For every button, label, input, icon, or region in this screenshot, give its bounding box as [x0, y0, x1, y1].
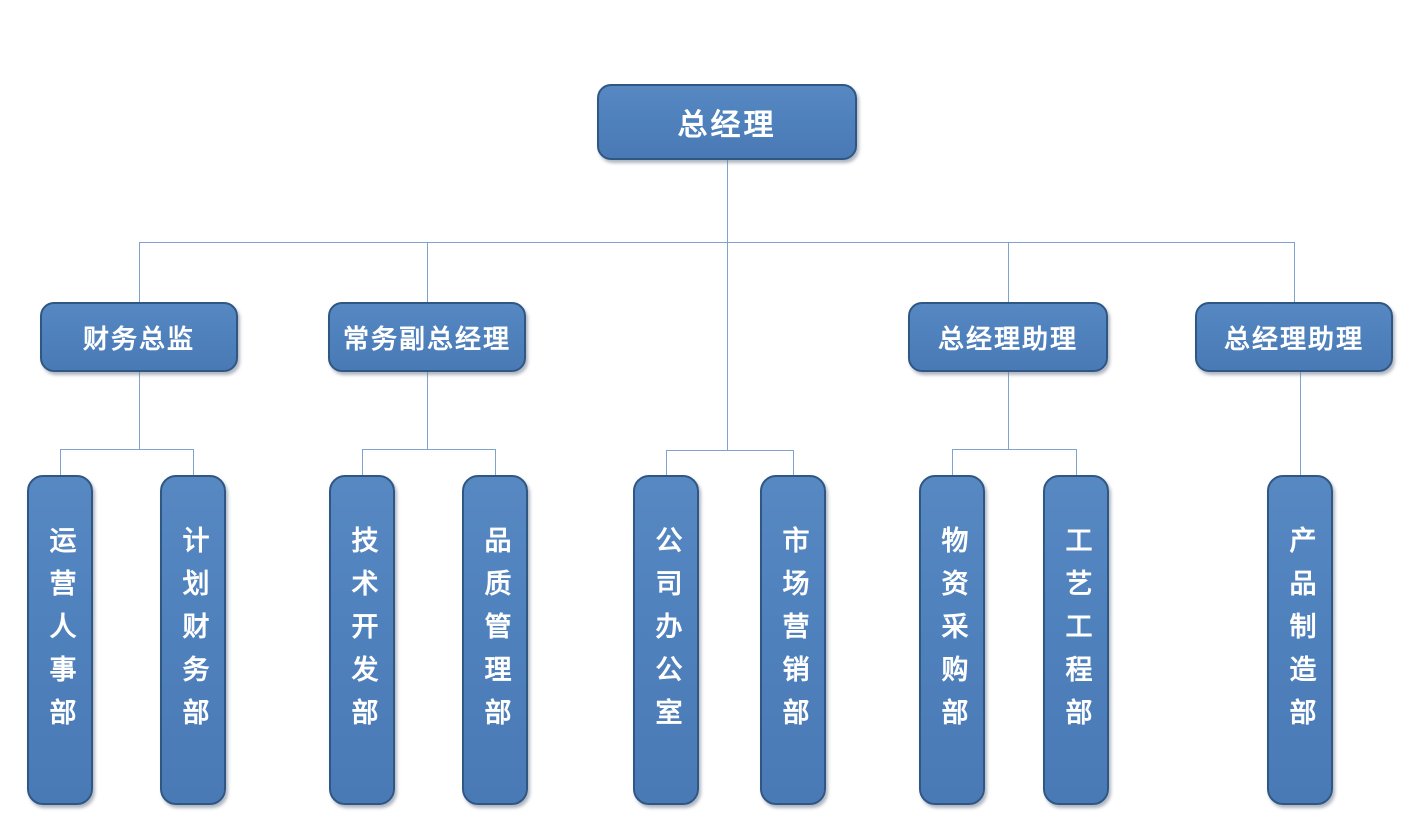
connector-deputy-stem — [427, 372, 428, 449]
node-materials-procurement-dept: 物资采购部 — [919, 475, 985, 805]
node-operations-hr-dept: 运营人事部 — [27, 475, 93, 805]
node-label: 总经理助理 — [1223, 324, 1364, 355]
connector-mid-horizontal — [666, 450, 793, 451]
connector-drop-process-eng — [1076, 449, 1077, 477]
node-label: 技术开发部 — [346, 525, 378, 741]
node-general-manager: 总经理 — [597, 84, 857, 160]
connector-finance-horizontal — [60, 449, 193, 450]
connector-drop-quality — [495, 449, 496, 477]
connector-deputy-horizontal — [362, 449, 495, 450]
node-label: 工艺工程部 — [1060, 525, 1092, 741]
node-label: 产品制造部 — [1284, 525, 1316, 741]
connector-main-horizontal — [139, 242, 1295, 243]
node-finance-director: 财务总监 — [40, 302, 238, 372]
node-tech-development-dept: 技术开发部 — [329, 475, 395, 805]
node-label: 计划财务部 — [177, 525, 209, 741]
node-label: 市场营销部 — [777, 525, 809, 741]
connector-assistant1-horizontal — [952, 449, 1076, 450]
node-gm-assistant-1: 总经理助理 — [908, 302, 1108, 372]
node-label: 总经理助理 — [937, 324, 1078, 355]
node-company-office: 公司办公室 — [633, 475, 699, 805]
node-process-engineering-dept: 工艺工程部 — [1043, 475, 1109, 805]
node-gm-assistant-2: 总经理助理 — [1195, 302, 1393, 372]
connector-drop-office — [666, 450, 667, 477]
node-planning-finance-dept: 计划财务部 — [160, 475, 226, 805]
connector-drop-operations-hr — [60, 449, 61, 477]
connector-drop-assistant-1 — [1008, 242, 1009, 302]
node-executive-deputy-gm: 常务副总经理 — [328, 302, 526, 372]
node-label: 公司办公室 — [650, 525, 682, 741]
node-marketing-dept: 市场营销部 — [760, 475, 826, 805]
connector-drop-assistant-2 — [1294, 242, 1295, 302]
connector-drop-procurement — [952, 449, 953, 477]
connector-drop-marketing — [793, 450, 794, 477]
connector-drop-deputy-gm — [427, 242, 428, 302]
connector-drop-finance — [139, 242, 140, 302]
node-label: 物资采购部 — [936, 525, 968, 741]
connector-root-stem — [727, 160, 728, 450]
node-label: 运营人事部 — [44, 525, 76, 741]
node-label: 财务总监 — [82, 324, 195, 355]
connector-drop-tech-dev — [362, 449, 363, 477]
node-quality-management-dept: 品质管理部 — [462, 475, 528, 805]
node-label: 总经理 — [677, 108, 777, 143]
node-label: 常务副总经理 — [342, 324, 511, 355]
connector-drop-planning-finance — [193, 449, 194, 477]
node-product-manufacturing-dept: 产品制造部 — [1267, 475, 1333, 805]
connector-assistant2-stem — [1300, 372, 1301, 477]
node-label: 品质管理部 — [479, 525, 511, 741]
connector-finance-stem — [139, 372, 140, 449]
connector-assistant1-stem — [1008, 372, 1009, 449]
